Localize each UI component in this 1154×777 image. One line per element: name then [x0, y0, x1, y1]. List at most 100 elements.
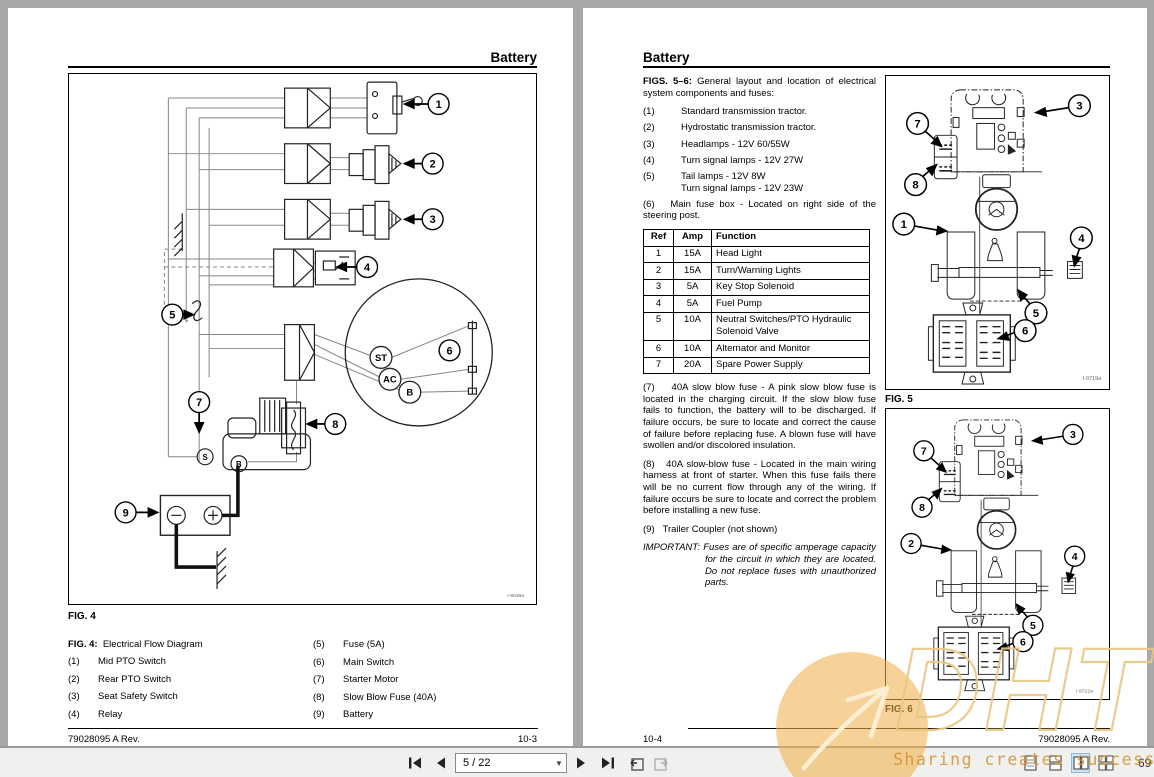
callout-5: 5: [1030, 621, 1036, 632]
fig4-frame: ST AC B S B 1 2 3 4: [68, 73, 537, 605]
legend-item: (4)Relay: [68, 709, 178, 720]
item-text: Headlamps - 12V 60/55W: [681, 139, 790, 151]
list-item: (4)Turn signal lamps - 12V 27W: [643, 155, 876, 167]
item-text: Hydrostatic transmission tractor.: [681, 122, 816, 134]
continuous-facing-mode-button[interactable]: [1097, 754, 1114, 772]
fig6-frame: 3 7 8 2 4 5 6 I-9722a: [885, 408, 1110, 700]
last-page-button[interactable]: [597, 754, 617, 772]
fuse-table-cell: 20A: [673, 356, 712, 375]
manual-page-left: Battery: [8, 8, 573, 746]
callout-2: 2: [430, 159, 436, 171]
fuse-table-cell: Neutral Switches/PTO Hydraulic Solenoid …: [711, 311, 870, 342]
terminal-st: ST: [375, 352, 387, 363]
figure-code: I-9722a: [1076, 689, 1093, 695]
fuse-table-cell: 15A: [673, 262, 712, 280]
col-amp: Amp: [673, 228, 712, 247]
list-item: (3)Headlamps - 12V 60/55W: [643, 139, 876, 151]
legend-number: (1): [68, 656, 80, 667]
fuse-table-cell: 5A: [673, 278, 712, 297]
svg-text:B: B: [236, 460, 242, 469]
footer-page-number: 10-4: [643, 734, 663, 745]
intro-bold: FIGS. 5–6:: [643, 76, 692, 87]
legend-label: Relay: [98, 708, 123, 720]
paragraph-8: (8) 40A slow-blow fuse - Located in the …: [643, 458, 876, 517]
legend-label: Mid PTO Switch: [98, 656, 166, 667]
single-page-mode-button[interactable]: [1022, 754, 1039, 772]
intro-text: General layout and location of electrica…: [643, 76, 876, 99]
callout-7: 7: [196, 397, 202, 409]
fuse-table-cell: Head Light: [711, 245, 870, 264]
text-column: FIGS. 5–6: General layout and location o…: [643, 76, 876, 589]
legend-item: (6)Main Switch: [313, 657, 436, 668]
callout-6: 6: [447, 345, 453, 357]
tractor-layout-fig5: 3 7 8 1 4 5 6 I-9719a: [892, 89, 1101, 385]
important-note: IMPORTANT: Fuses are of specific amperag…: [643, 542, 876, 588]
next-view-button[interactable]: [651, 754, 671, 772]
fuse-table-cell: Fuel Pump: [711, 295, 870, 313]
fuse-table-cell: 6: [643, 340, 674, 358]
fig6-label: FIG. 6: [885, 704, 913, 715]
callout-1: 1: [901, 219, 907, 231]
callout-7: 7: [921, 446, 927, 457]
item-6: (6) Main fuse box - Located on right sid…: [643, 198, 876, 222]
fig4-label: FIG. 4: [68, 611, 96, 622]
fuse-table-cell: Alternator and Monitor: [711, 340, 870, 358]
callout-1: 1: [436, 99, 442, 111]
legend-item: (5)Fuse (5A): [313, 639, 436, 650]
important-text: Fuses are of specific amperage capacity …: [700, 542, 876, 589]
item-number: (2): [643, 122, 655, 134]
legend-number: (6): [313, 656, 325, 668]
list-item: (1) Standard transmission tractor.: [643, 106, 876, 118]
legend-item: (9)Battery: [313, 709, 436, 720]
legend-number: (2): [68, 673, 80, 685]
fuse-table-cell: Turn/Warning Lights: [711, 262, 870, 280]
legend-column-left: (1)Mid PTO Switch(2)Rear PTO Switch(3)Se…: [68, 656, 178, 726]
callout-4: 4: [364, 262, 370, 274]
footer-rule: [68, 728, 538, 729]
fuse-table-cell: 5A: [673, 295, 712, 313]
fuse-table-cell: 1: [643, 245, 674, 264]
legend-label: Seat Safety Switch: [98, 691, 178, 702]
callout-8: 8: [919, 503, 925, 514]
fuse-table-cell: 7: [643, 356, 674, 375]
first-page-button[interactable]: [405, 754, 425, 772]
page-title: Battery: [643, 50, 690, 65]
header-rule: [643, 66, 1110, 68]
caption-bold: FIG. 4:: [68, 639, 98, 650]
fuse-table-cell: 15A: [673, 245, 712, 264]
previous-view-button[interactable]: [626, 754, 646, 772]
item-text: Standard transmission tractor.: [681, 106, 807, 118]
page-number-combobox[interactable]: 5 / 22 ▼: [455, 753, 567, 773]
legend-number: (5): [313, 639, 325, 650]
caption-text-value: Electrical Flow Diagram: [102, 639, 203, 650]
combobox-caret-icon[interactable]: ▼: [555, 758, 563, 768]
fuse-table-header-row: Ref Amp Function: [643, 228, 870, 247]
callout-6: 6: [1020, 637, 1026, 648]
paragraph-7: (7) 40A slow blow fuse - A pink slow blo…: [643, 382, 876, 452]
header-rule: [68, 66, 537, 68]
next-page-button[interactable]: [572, 754, 592, 772]
facing-pages-mode-button[interactable]: [1071, 753, 1090, 773]
callout-9: 9: [123, 507, 129, 519]
zoom-level-value[interactable]: 69: [1138, 756, 1152, 770]
footer-doc-number: 79028095 A Rev.: [1038, 734, 1110, 745]
figure-code: I-9038a: [507, 593, 524, 599]
fig5-label: FIG. 5: [885, 394, 913, 405]
legend-number: (3): [68, 691, 80, 702]
fuse-table-cell: 5: [643, 311, 674, 342]
continuous-mode-button[interactable]: [1047, 754, 1064, 772]
legend-item: (3) Seat Safety Switch: [68, 691, 178, 702]
callout-8: 8: [912, 180, 918, 192]
item-number: (1): [643, 106, 655, 118]
callout-4: 4: [1078, 233, 1085, 245]
callout-4: 4: [1072, 552, 1078, 563]
previous-page-button[interactable]: [430, 754, 450, 772]
